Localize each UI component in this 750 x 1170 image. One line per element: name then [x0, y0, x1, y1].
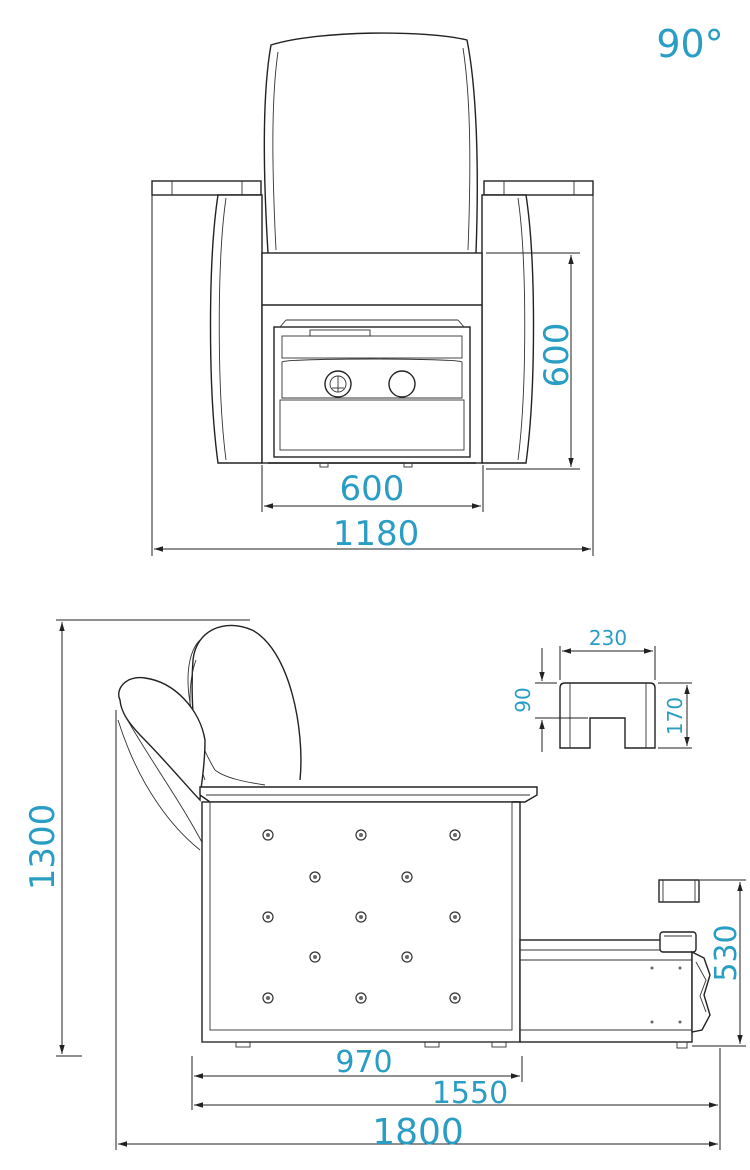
- dim-overall-length: 1800: [372, 1112, 464, 1153]
- massage-jets: [262, 829, 461, 1004]
- jet: [309, 871, 321, 883]
- dim-footrest-height: 530: [709, 924, 744, 981]
- footrest-pad: [659, 931, 697, 953]
- jet: [449, 829, 461, 841]
- right-arm-side: [481, 194, 535, 464]
- basin-cabinet: [273, 326, 471, 458]
- jet: [262, 992, 274, 1004]
- dim-basin-width: 600: [340, 469, 405, 509]
- jet: [401, 951, 413, 963]
- jet: [449, 992, 461, 1004]
- left-armrest-cap: [151, 180, 262, 196]
- front-view: 600 600 1180: [151, 32, 594, 556]
- left-arm-side: [209, 194, 263, 464]
- dim-basin-height: 600: [537, 323, 577, 388]
- footrest-pad-raised: [658, 879, 700, 903]
- dim-footrest-width: 230: [589, 626, 627, 650]
- dim-footrest-total-height: 170: [663, 697, 687, 735]
- angle-label: 90°: [656, 22, 723, 66]
- headrest: [118, 676, 206, 802]
- side-view: 1300 530 970 1550 1800: [23, 619, 746, 1153]
- right-armrest-cap: [483, 180, 594, 196]
- footrest-platform: [519, 939, 693, 1043]
- jet: [309, 951, 321, 963]
- dim-footrest-notch: 90: [511, 687, 535, 712]
- jet: [262, 911, 274, 923]
- dim-body-length: 970: [335, 1045, 392, 1080]
- jet: [401, 871, 413, 883]
- dim-overall-width: 1180: [333, 514, 420, 554]
- dim-overall-height: 1300: [23, 804, 63, 891]
- jet: [355, 911, 367, 923]
- jet: [449, 911, 461, 923]
- footrest-detail-shape: [559, 682, 656, 749]
- jet: [355, 992, 367, 1004]
- footrest-detail: 230 170 90: [511, 626, 692, 752]
- seat-top: [199, 786, 538, 803]
- jet: [262, 829, 274, 841]
- footrest-bracket: [691, 950, 711, 1033]
- dim-base-length: 1550: [432, 1076, 508, 1111]
- jet: [355, 829, 367, 841]
- backrest: [263, 32, 478, 254]
- control-knob: [388, 370, 416, 398]
- back-cushion: [191, 624, 302, 784]
